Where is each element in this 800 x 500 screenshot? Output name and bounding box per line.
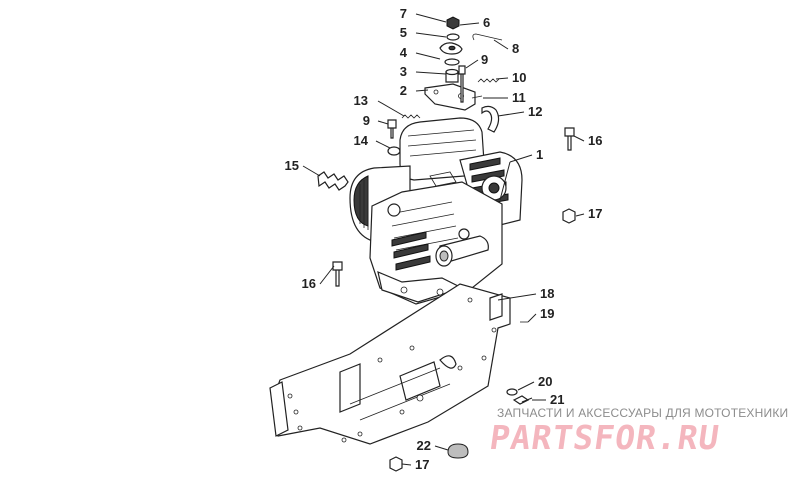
callout-label: 13	[354, 93, 368, 108]
part-mounting-plate-18	[269, 283, 511, 445]
part-screw-9-top	[458, 65, 466, 103]
leader-lines	[302, 13, 585, 466]
callout-labels: 7 6 5 8 4 9 3 10 2 11 13 12 9 14 1 16 15…	[285, 6, 603, 472]
part-bolt-16-right	[564, 127, 575, 151]
callout-label: 10	[512, 70, 526, 85]
callout-label: 18	[540, 286, 554, 301]
watermark-logo: PARTSFOR.RU	[487, 418, 723, 457]
part-bolt-21	[512, 395, 533, 405]
callout-label: 12	[528, 104, 542, 119]
callout-label: 2	[400, 83, 407, 98]
callout-label: 4	[400, 45, 408, 60]
part-washer-6	[446, 33, 460, 41]
callout-label: 11	[512, 90, 526, 105]
callout-label: 6	[483, 15, 490, 30]
part-washer-4	[444, 58, 460, 66]
callout-label: 9	[481, 52, 488, 67]
part-grommet-22	[447, 443, 469, 459]
callout-label: 17	[588, 206, 602, 221]
callout-label: 16	[588, 133, 602, 148]
callout-label: 20	[538, 374, 552, 389]
governor-hardware-group	[424, 16, 503, 111]
callout-label: 5	[400, 25, 407, 40]
part-spring-13	[401, 114, 421, 119]
part-nut-17-bottom	[389, 456, 403, 472]
part-nut-7	[446, 16, 460, 30]
part-rod-8	[472, 33, 503, 41]
callout-label: 14	[354, 133, 369, 148]
callout-label: 21	[550, 392, 564, 407]
part-spring-15	[317, 171, 349, 191]
watermark-caption: ЗАПЧАСТИ И АКСЕССУАРЫ ДЛЯ МОТОТЕХНИКИ	[497, 406, 789, 420]
part-engine-1	[349, 117, 523, 305]
callout-label: 15	[285, 158, 299, 173]
part-bolt-16-left	[332, 261, 343, 287]
part-bracket-2	[424, 83, 476, 111]
part-bolt-9-left	[387, 119, 397, 139]
callout-label: 3	[400, 64, 407, 79]
part-washer-20	[506, 388, 518, 396]
callout-label: 8	[512, 41, 519, 56]
callout-label: 16	[302, 276, 316, 291]
part-spring-10	[477, 78, 500, 83]
callout-label: 9	[363, 113, 370, 128]
callout-label: 17	[415, 457, 429, 472]
callout-label: 1	[536, 147, 543, 162]
callout-label: 19	[540, 306, 554, 321]
callout-label: 22	[417, 438, 431, 453]
callout-label: 7	[400, 6, 407, 21]
part-nut-17-right	[562, 208, 576, 224]
part-hose-12	[481, 105, 500, 133]
part-pin-11	[471, 95, 483, 99]
